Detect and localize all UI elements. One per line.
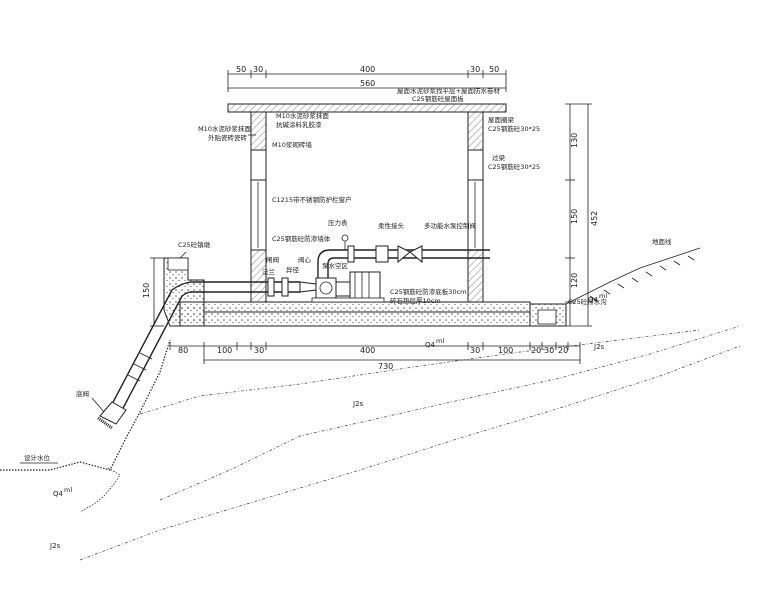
right-dim-total: 452: [590, 211, 599, 226]
bottom-dim-1: 80: [178, 346, 188, 355]
left-dim: 150: [142, 283, 151, 298]
ground-line: [565, 247, 701, 305]
right-dim-2: 150: [570, 209, 579, 224]
bottom-dim-2: 100: [217, 346, 232, 355]
note-gravel-base: 碎石垫层厚10cm: [390, 296, 441, 305]
top-dim-4: 30: [470, 65, 480, 74]
drain-ditch: [529, 303, 567, 327]
geology-label-q4-2: Q4 ml: [588, 292, 607, 304]
note-flex-joint: 柔性接头: [378, 221, 405, 230]
svg-text:Q4: Q4: [53, 490, 64, 498]
bottom-dim-3: 30: [254, 346, 264, 355]
bottom-dim-5: 30: [470, 346, 480, 355]
note-window: C1215带不锈钢防护栏窗户: [272, 195, 352, 204]
note-gate-valve: 闸阀: [266, 255, 279, 264]
note-roof-top: 屋面水泥砂浆找平层+屋面防水卷材: [397, 86, 500, 95]
geological-boundaries: [79, 325, 741, 561]
note-plaster-2: 外贴瓷砖瓷砖: [208, 133, 248, 142]
bottom-dim-8: 30: [544, 346, 554, 355]
geology-label-j2s-3: J2s: [49, 542, 61, 550]
bottom-dim-4: 400: [360, 346, 375, 355]
slope-line-left: [0, 339, 171, 513]
top-dim-1: 50: [236, 65, 246, 74]
note-plaster-1: M10水泥砂浆抹面: [198, 124, 251, 133]
roof-slab: [227, 103, 507, 113]
note-multi-valve: 多功能水泵控制阀: [424, 221, 476, 230]
note-pressure-gauge: 压力表: [328, 218, 348, 227]
note-water-level: 设计水位: [24, 453, 51, 462]
note-wall-finish-2: 抗碱涂料乳胶漆: [276, 120, 322, 129]
bottom-dim-7: 20: [531, 346, 541, 355]
note-brick-wall-2: M10浆砌砖墙: [272, 140, 312, 149]
geology-label-j2s-2: J2s: [352, 400, 364, 408]
svg-text:ml: ml: [599, 292, 607, 300]
top-dim-3: 400: [360, 65, 375, 74]
geology-label-q4-1: Q4 ml: [425, 337, 444, 349]
bottom-dimension-chain: 80 100 30 400 30 100 20 30 20 730: [169, 342, 581, 371]
note-check-valve: 阀心: [298, 255, 312, 264]
note-lintel-spec: C25钢筋砼30*25: [488, 162, 540, 171]
geology-label-q4-3: Q4 ml: [53, 486, 72, 498]
top-dim-5: 50: [489, 65, 499, 74]
note-roof-slab: C25钢筋砼屋面板: [412, 94, 464, 103]
note-roof-beam: 屋面圈梁: [488, 115, 515, 124]
note-pump-zone: 泵水空区: [322, 261, 349, 270]
pump-unit: [311, 271, 385, 303]
svg-text:Q4: Q4: [425, 341, 436, 349]
right-wall: [467, 111, 484, 303]
note-reducer: 异径: [286, 265, 300, 274]
svg-text:Q4: Q4: [588, 296, 599, 304]
svg-text:ml: ml: [64, 486, 72, 494]
note-lintel: 过梁: [492, 153, 506, 162]
bottom-dim-9: 20: [558, 346, 568, 355]
top-dimension-chain: 50 30 400 30 50 560: [227, 65, 507, 92]
note-beam-spec: C25钢筋砼30*25: [488, 124, 540, 133]
left-dimension: 150: [142, 257, 164, 327]
note-wall-finish-1: M10水泥砂浆抹面: [276, 111, 329, 120]
svg-text:ml: ml: [436, 337, 444, 345]
inlet-pipe: [190, 277, 317, 297]
note-ground-line: 地面线: [652, 237, 672, 246]
anchor-block: [163, 257, 205, 327]
note-anti-seep-wall: C25钢筋砼防渗墙体: [272, 234, 331, 243]
outlet-pipe: [317, 234, 490, 278]
note-foot-valve: 底阀: [76, 389, 89, 398]
bottom-dim-total: 730: [378, 362, 393, 371]
note-flange: 法兰: [262, 267, 276, 276]
top-dim-total: 560: [360, 79, 375, 88]
geology-label-j2s-1: J2s: [593, 343, 605, 351]
note-floor-slab: C25钢筋砼防渗底板30cm: [390, 287, 467, 296]
note-drain-ditch: C25砼排水沟: [568, 297, 607, 306]
right-dim-3: 120: [570, 273, 579, 288]
suction-pipe: [97, 281, 191, 430]
bottom-dim-6: 100: [498, 346, 513, 355]
right-dim-1: 130: [570, 133, 579, 148]
right-dimension-chain: 130 150 120 452: [565, 103, 599, 327]
floor-slab: [179, 301, 531, 327]
note-anchor-block: C25砼镇墩: [178, 240, 211, 249]
top-dim-2: 30: [253, 65, 263, 74]
